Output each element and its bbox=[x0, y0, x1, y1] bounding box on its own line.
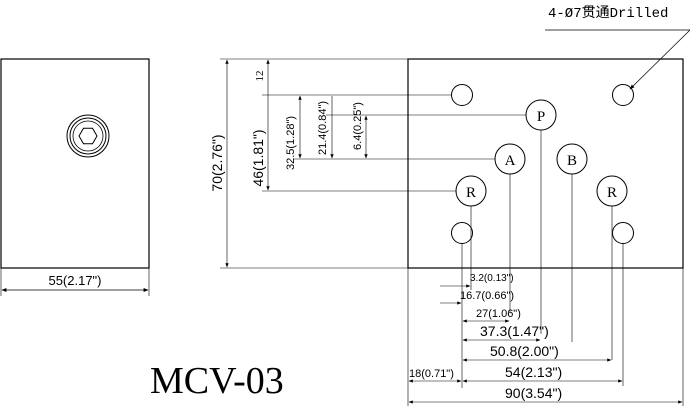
small-label: 12 bbox=[254, 71, 266, 82]
side-view-bolt-ring bbox=[69, 117, 107, 155]
side-view-bolt-inner-ring bbox=[72, 120, 104, 152]
hex-socket-icon bbox=[78, 127, 98, 145]
port-r-right-label: R bbox=[607, 185, 617, 201]
d1-label: 3.2(0.13") bbox=[470, 273, 514, 284]
side-view-bolt-outer-ring bbox=[66, 114, 110, 158]
height-label: 70(2.76") bbox=[209, 134, 225, 191]
port-a-label: A bbox=[505, 153, 516, 169]
model-label: MCV-03 bbox=[150, 360, 284, 402]
r-ports-label: 46(1.81") bbox=[250, 129, 266, 186]
d6-label: 54(2.13") bbox=[505, 364, 562, 380]
d2-label: 16.7(0.66") bbox=[460, 290, 514, 302]
d4-label: 37.3(1.47") bbox=[480, 323, 549, 339]
mounting-hole-bottom-left bbox=[451, 222, 473, 244]
horizontal-dimensions bbox=[407, 130, 684, 406]
front-view: P A B R R 4-Ø7贯通Drilled bbox=[407, 5, 691, 269]
d5-label: 50.8(2.00") bbox=[490, 343, 559, 359]
drilled-note: 4-Ø7贯通Drilled bbox=[548, 5, 668, 22]
port-p-label: P bbox=[537, 109, 545, 125]
vertical-dimensions bbox=[220, 58, 526, 269]
mounting-hole-top-left bbox=[451, 84, 473, 106]
side-view: 55(2.17") bbox=[0, 58, 150, 296]
d8-label: 90(3.54") bbox=[505, 385, 562, 401]
drilled-note-leader bbox=[629, 29, 691, 90]
d3-label: 27(1.06") bbox=[476, 308, 521, 320]
p-port-label: 21.4(0.84") bbox=[317, 101, 329, 155]
ab-ports-label: 32.5(1.28") bbox=[285, 116, 297, 170]
port-r-left-label: R bbox=[466, 185, 476, 201]
port-b-label: B bbox=[567, 153, 577, 169]
d7-label: 18(0.71") bbox=[409, 368, 454, 380]
mounting-hole-top-right bbox=[612, 84, 634, 106]
side-width-label: 55(2.17") bbox=[48, 273, 101, 288]
mounting-hole-bottom-right bbox=[612, 222, 634, 244]
front-view-outline bbox=[407, 58, 684, 269]
side-view-outline bbox=[0, 58, 150, 269]
top-holes-label: 6.4(0.25") bbox=[352, 102, 364, 150]
